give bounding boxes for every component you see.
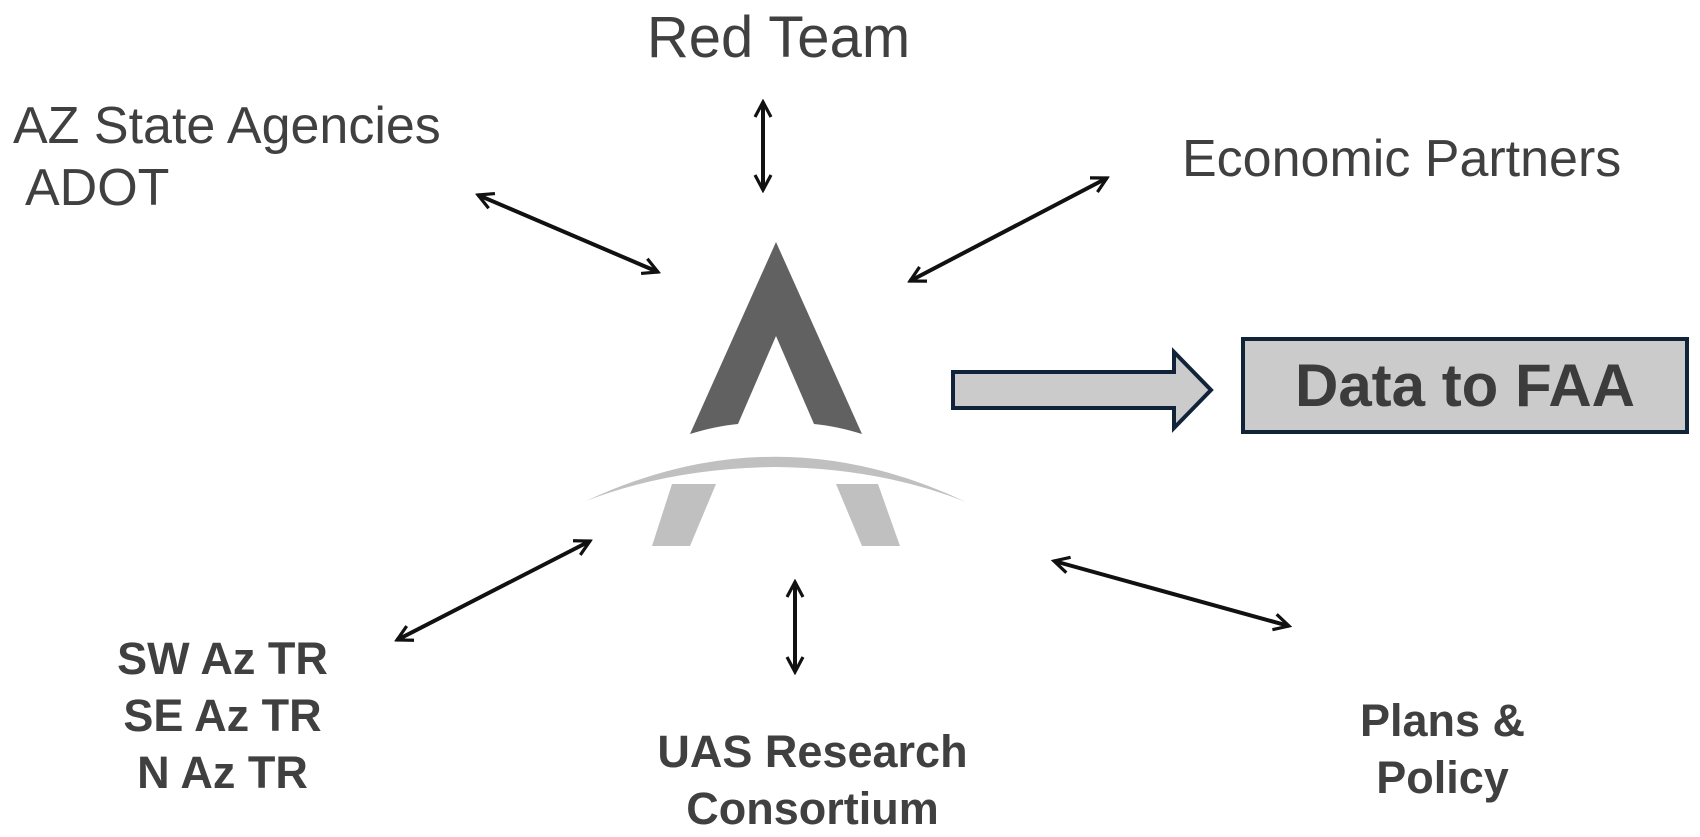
logo-arc (586, 456, 966, 502)
data-to-faa-label: Data to FAA (1294, 352, 1636, 419)
node-az-state-line-2: ADOT (25, 159, 170, 217)
logo-peak (690, 242, 862, 434)
node-uas-research-consortium: UAS Research Consortium (640, 723, 985, 837)
faa-block-arrow (951, 347, 1214, 433)
arrow-economic (910, 176, 1107, 283)
data-to-faa-box: Data to FAA (1241, 337, 1689, 434)
logo-right-leg (836, 484, 900, 546)
node-plans-line-1: Plans & (1359, 695, 1526, 746)
node-tribal-region-n: N Az TR (137, 747, 308, 798)
central-hub-logo (586, 242, 966, 546)
node-uas-line-2: Consortium (686, 783, 939, 834)
node-plans-line-2: Policy (1376, 752, 1509, 803)
arrow-az-state (478, 195, 658, 272)
node-az-state-line-1: AZ State Agencies (13, 97, 441, 155)
node-tribal-regions: SW Az TR SE Az TR N Az TR (105, 630, 340, 801)
node-tribal-region-se: SE Az TR (123, 690, 322, 741)
node-tribal-region-sw: SW Az TR (117, 633, 328, 684)
logo-left-leg (652, 484, 716, 546)
arrow-tribal-regions (397, 541, 590, 640)
node-red-team: Red Team (646, 5, 911, 70)
node-plans-policy: Plans & Policy (1330, 692, 1555, 806)
node-economic-partners: Economic Partners (1182, 130, 1622, 188)
arrow-plans-policy (1054, 561, 1289, 626)
node-az-state-agencies: AZ State Agencies ADOT (13, 100, 441, 214)
node-uas-line-1: UAS Research (657, 726, 968, 777)
